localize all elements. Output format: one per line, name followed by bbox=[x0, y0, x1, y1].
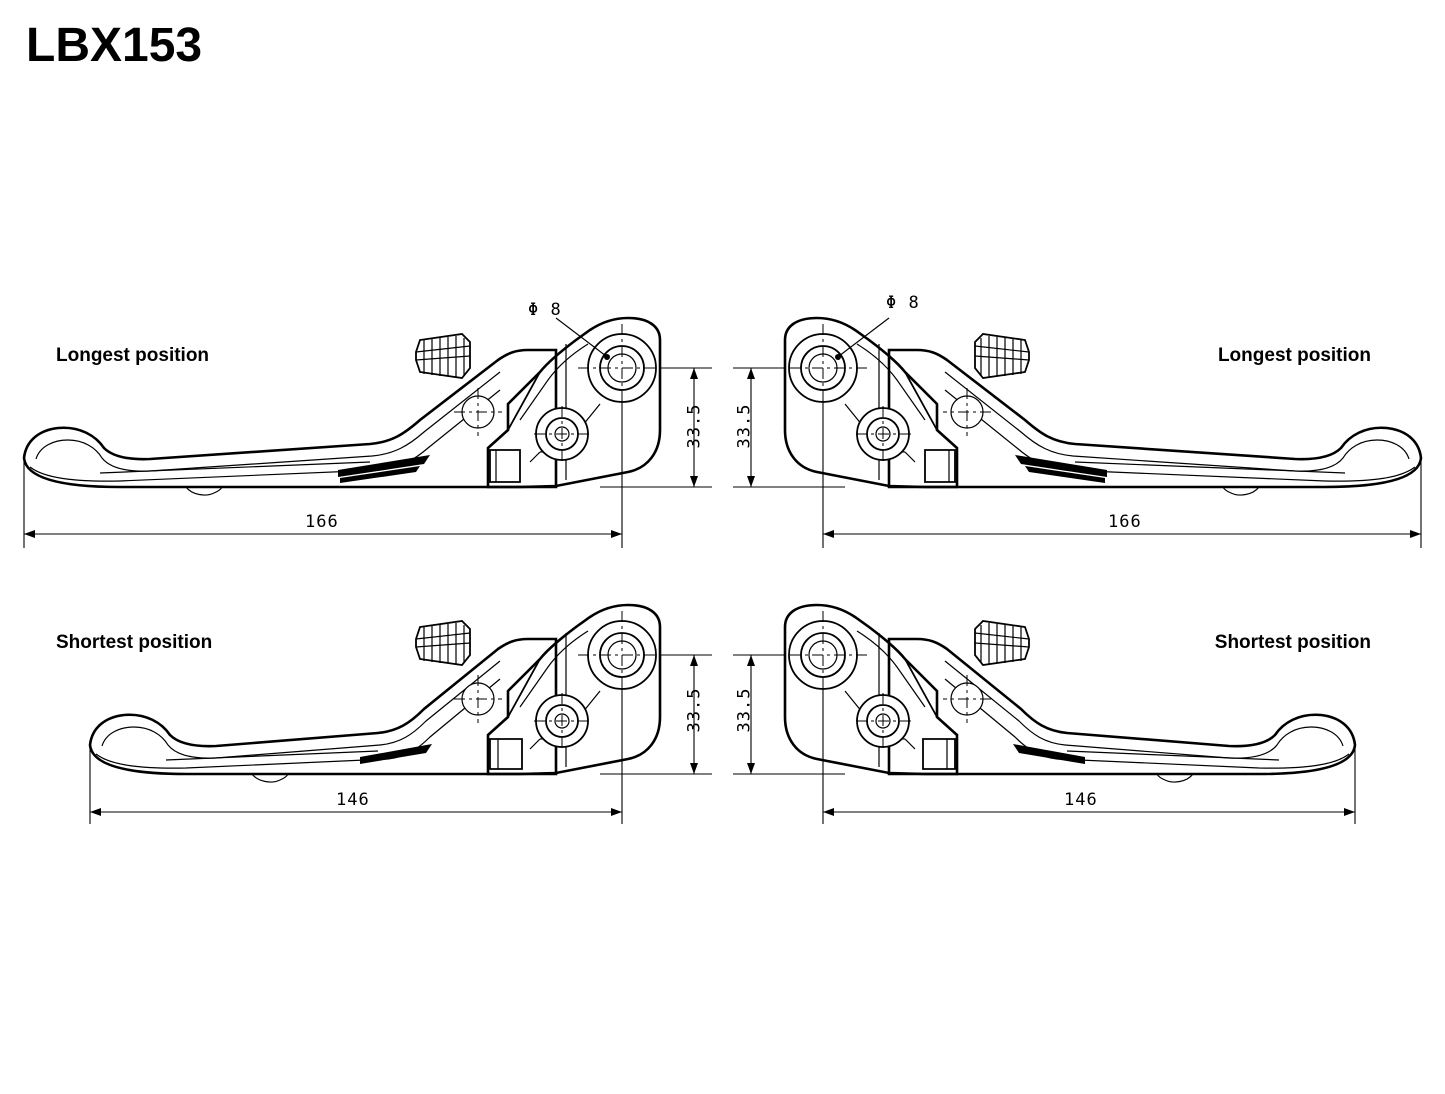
dimline-hole-top-left bbox=[555, 317, 610, 360]
dimline-height-top-right bbox=[733, 367, 845, 488]
dimline-height-top-left bbox=[600, 367, 712, 488]
dimline-length-bottom-left bbox=[89, 688, 623, 824]
dim-length-top-left: 166 bbox=[305, 512, 339, 532]
dimline-height-bottom-right bbox=[733, 654, 845, 775]
dim-hole-diameter-left: Φ 8 bbox=[528, 300, 562, 320]
dimline-length-bottom-right bbox=[822, 688, 1356, 824]
adjuster-knob-top-right bbox=[974, 333, 1030, 379]
dimline-length-top-left bbox=[23, 400, 623, 548]
dim-length-top-right: 166 bbox=[1108, 512, 1142, 532]
adjuster-knob-top-left bbox=[415, 333, 471, 379]
dimline-hole-top-right bbox=[835, 317, 890, 360]
dimline-height-bottom-left bbox=[600, 654, 712, 775]
lever-top-right bbox=[779, 316, 1423, 496]
label-shortest-position-right: Shortest position bbox=[1214, 632, 1371, 653]
label-longest-position-right: Longest position bbox=[1217, 345, 1371, 366]
lever-bottom-left bbox=[88, 603, 666, 783]
page-title: LBX153 bbox=[26, 19, 203, 72]
dim-length-bottom-left: 146 bbox=[336, 790, 370, 810]
dimline-length-top-right bbox=[822, 400, 1422, 548]
adjuster-knob-bottom-right bbox=[974, 620, 1030, 666]
label-shortest-position-left: Shortest position bbox=[56, 632, 213, 653]
dim-length-bottom-right: 146 bbox=[1064, 790, 1098, 810]
lever-bottom-right bbox=[779, 603, 1357, 783]
adjuster-knob-bottom-left bbox=[415, 620, 471, 666]
label-longest-position-left: Longest position bbox=[56, 345, 210, 366]
dim-hole-diameter-right: Φ 8 bbox=[886, 293, 920, 313]
lever-top-left bbox=[22, 316, 666, 496]
